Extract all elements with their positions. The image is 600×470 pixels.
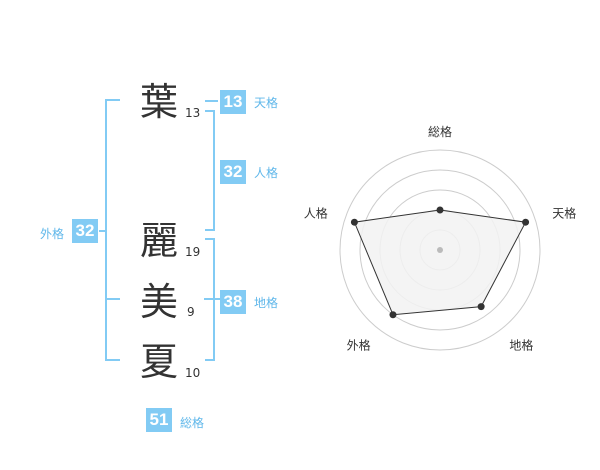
chikaku-badge: 38 xyxy=(220,290,246,314)
radar-data-point xyxy=(436,206,444,214)
soukaku-label: 総格 xyxy=(180,416,205,430)
soukaku-badge: 51 xyxy=(146,408,172,432)
jinkaku-label: 人格 xyxy=(254,166,279,180)
radar-data-point xyxy=(522,218,530,226)
radar-data-point xyxy=(350,218,358,226)
gaikaku-label: 外格 xyxy=(40,227,65,241)
radar-axis-label: 天格 xyxy=(552,206,576,221)
tenkaku-label: 天格 xyxy=(254,96,279,110)
chikaku-label: 地格 xyxy=(254,296,279,310)
stroke-count-1: 13 xyxy=(185,106,201,120)
radar-grid-ring xyxy=(339,149,541,351)
radar-grid-ring xyxy=(359,169,521,331)
radar-data-point xyxy=(389,311,397,319)
radar-axis-label: 地格 xyxy=(509,337,533,352)
name-char-1: 葉 xyxy=(140,80,179,124)
tenkaku-badge: 13 xyxy=(220,90,246,114)
radar-axis-label: 総格 xyxy=(428,124,452,139)
stroke-count-3: 9 xyxy=(187,305,195,319)
jinkaku-badge: 32 xyxy=(220,160,246,184)
radar-axis-label: 外格 xyxy=(347,337,371,352)
stroke-count-4: 10 xyxy=(185,366,201,380)
radar-data-point xyxy=(477,303,485,311)
name-char-3: 美 xyxy=(140,280,179,324)
radar-axis-label: 人格 xyxy=(304,206,328,221)
name-char-4: 夏 xyxy=(140,340,179,384)
name-char-2: 麗 xyxy=(140,219,179,263)
radar-center-dot xyxy=(437,247,443,253)
stroke-count-2: 19 xyxy=(185,245,201,259)
radar-data-area xyxy=(353,209,527,316)
gaikaku-badge: 32 xyxy=(72,219,98,243)
